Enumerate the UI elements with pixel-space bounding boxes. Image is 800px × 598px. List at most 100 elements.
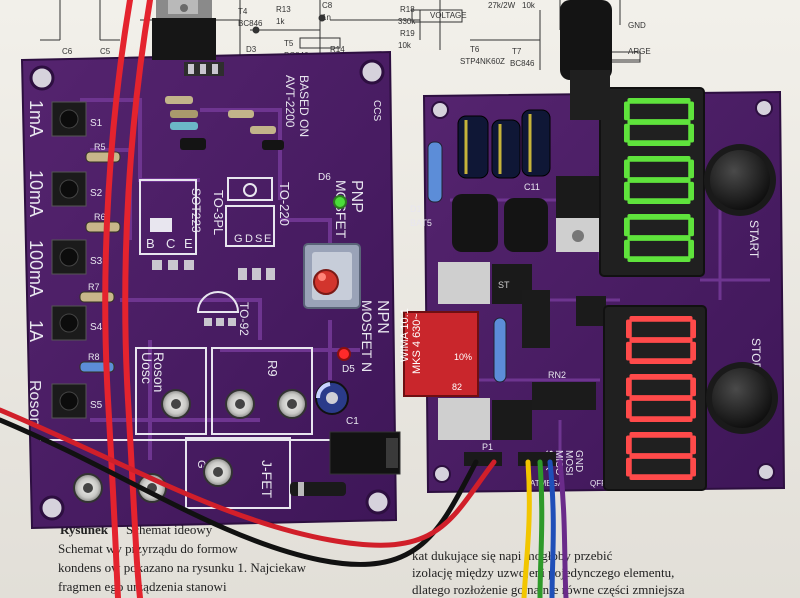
seven-segment-digit	[624, 98, 694, 146]
range-switch-5[interactable]: S5	[51, 383, 103, 419]
to92-footprint: TO-92	[196, 291, 251, 336]
rosson-side-label: Roson	[26, 380, 43, 426]
schematic-label: VOLTAGE	[430, 11, 467, 20]
cap-text-2: MKS 4 630~	[411, 313, 423, 374]
pin-e-label: E	[184, 236, 193, 251]
test-socket[interactable]	[203, 457, 233, 487]
c11-label: C11	[524, 182, 540, 192]
p1-label: P1	[482, 442, 493, 452]
doc-right-line-2: izolację między uzwojeni pojedynczego el…	[412, 565, 674, 580]
gnd-label: GND	[573, 450, 584, 472]
range-switch-3[interactable]: S3	[51, 239, 103, 275]
schematic-label: R13	[276, 5, 291, 14]
atmega-label: ATMEGA	[530, 479, 564, 488]
test-socket[interactable]	[277, 389, 307, 419]
left-pcb: BASED ON AVT-2200 CCS 1mA 10mA 100mA 1A …	[20, 50, 401, 530]
gsd-label: G	[195, 460, 207, 469]
doc-left-line-3: fragmen ego urządzenia stanowi	[58, 579, 227, 594]
jfet-label: J-FET	[259, 460, 275, 499]
range-switch-2[interactable]: S2	[51, 171, 103, 207]
switch-label: S2	[90, 188, 103, 199]
resistor-label: R5	[94, 142, 106, 152]
ccs-label: CCS	[371, 100, 382, 121]
stop-label: STOP	[749, 338, 763, 370]
avt-label: AVT-2200	[283, 75, 297, 128]
start-button[interactable]	[704, 144, 776, 216]
schematic-label: 1n	[322, 13, 331, 22]
mosfet-p-label: MOSFET P	[333, 180, 349, 251]
switch-label: S1	[90, 118, 103, 129]
switch-label: S4	[90, 322, 103, 333]
electrolytic-caps: C11	[457, 109, 551, 192]
schematic-label: T4	[238, 7, 248, 16]
schematic-label: GND	[628, 21, 646, 30]
stop-button[interactable]	[706, 362, 778, 434]
schematic-label: D3	[246, 45, 257, 54]
resistor-label: R6	[94, 212, 106, 222]
mounting-hole	[757, 463, 775, 481]
range-label-1a: 1A	[26, 320, 46, 342]
inductor-2	[504, 198, 548, 252]
blue-resistor-2	[493, 317, 507, 383]
sot223-footprint: SOT223 B C E	[139, 179, 203, 270]
mosi-label: MOSI	[563, 450, 574, 476]
pin-s-label: S	[255, 233, 262, 245]
mounting-hole	[29, 65, 55, 91]
schematic-label: BC846	[510, 59, 535, 68]
test-sockets	[73, 389, 307, 503]
pin-c-label: C	[166, 236, 175, 251]
cap-text-3: 10%	[454, 352, 472, 362]
mounting-hole	[755, 99, 773, 117]
switch-label: S3	[90, 256, 103, 267]
doc-left-line-2: kondens ow pokazano na rysunku 1. Najcie…	[58, 560, 307, 575]
mounting-hole	[39, 495, 65, 521]
schematic-label: C5	[100, 47, 111, 56]
range-switch-1[interactable]: S1	[51, 101, 103, 137]
rn2-label: RN2	[548, 370, 566, 380]
schematic-label: R19	[400, 29, 415, 38]
seven-segment-digit	[624, 214, 694, 262]
to220-regulator-top	[152, 0, 216, 60]
range-switch-4[interactable]: S4	[51, 305, 103, 341]
d1-label: D1	[410, 204, 422, 214]
capacitor-c1: C1	[315, 381, 359, 427]
seven-segment-digit	[626, 316, 696, 364]
mounting-hole	[433, 465, 451, 483]
schematic-label: T6	[470, 45, 480, 54]
to220-footprint: TO-220 G D S E	[225, 177, 292, 280]
led-d5-label: D5	[342, 364, 355, 375]
test-socket[interactable]	[73, 473, 103, 503]
pin-d-label: D	[245, 233, 253, 245]
schematic-label: T5	[284, 39, 294, 48]
pin-e2-label: E	[264, 233, 271, 245]
doc-left-line-1: Schemat wy przyrządu do formow	[58, 541, 238, 556]
blue-resistor	[427, 141, 443, 203]
resistor-label: R8	[88, 352, 100, 362]
toggle-switch[interactable]	[303, 243, 361, 309]
to220-label: TO-220	[277, 182, 292, 226]
pnp-label: PNP	[348, 180, 365, 213]
diode-bottom	[290, 482, 346, 496]
right-pcb: START STOP C11 D1 BAT5 ST	[399, 87, 786, 494]
pin-g-label: G	[234, 233, 243, 245]
resistor-label: R7	[88, 282, 100, 292]
uosc-label: Uosc	[139, 352, 155, 384]
start-label: START	[747, 220, 761, 259]
cap-text-4: 82	[452, 382, 462, 392]
led-green	[333, 195, 347, 209]
mosfet-n-label: MOSFET N	[359, 300, 375, 372]
test-socket[interactable]	[161, 389, 191, 419]
test-socket[interactable]	[225, 389, 255, 419]
schematic-label: BC846	[238, 19, 263, 28]
based-on-label: BASED ON	[297, 75, 311, 137]
inductor-1	[452, 194, 498, 252]
seven-segment-digit	[624, 156, 694, 204]
chip-st-label: ST	[498, 280, 510, 290]
mounting-hole	[365, 489, 391, 515]
cap-text-1: WIMA 10.1	[399, 308, 411, 362]
c1-label: C1	[346, 416, 359, 427]
schematic-label: R14	[330, 45, 345, 54]
label-18: R9	[265, 360, 280, 377]
sot223-label: SOT223	[189, 188, 203, 233]
